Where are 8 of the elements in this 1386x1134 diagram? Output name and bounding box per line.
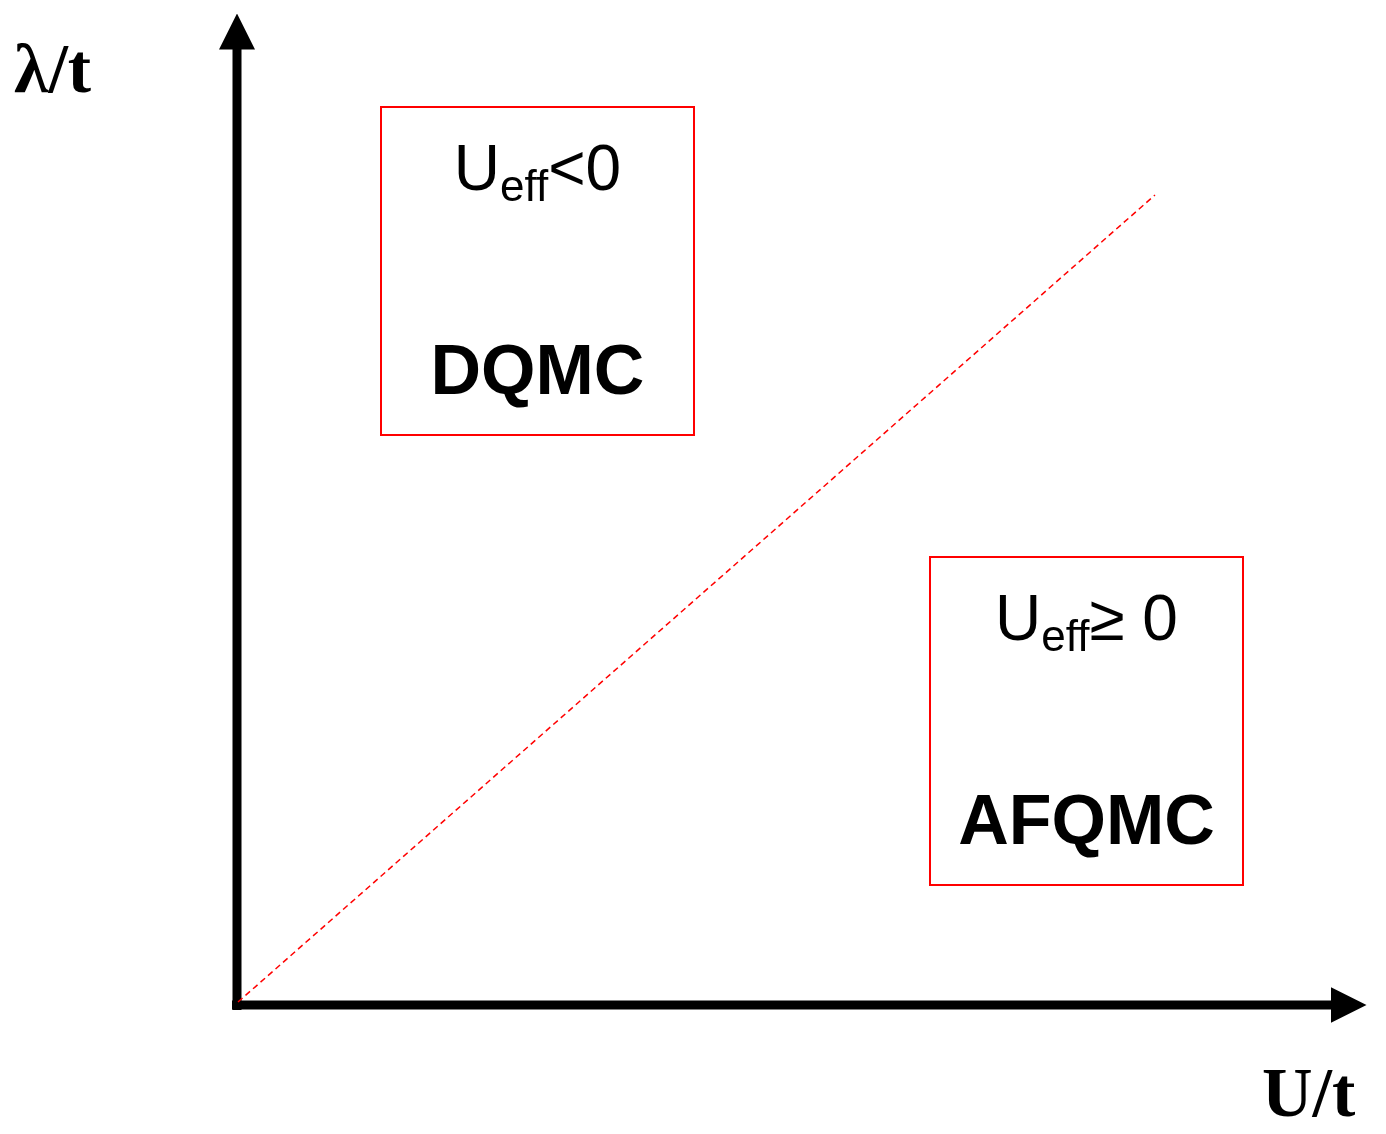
method-name: AFQMC [958, 780, 1215, 861]
axis-label: U/t [1262, 1058, 1356, 1128]
axis-label: λ/t [14, 34, 92, 104]
method-name: DQMC [430, 330, 645, 411]
condition-text: U$_{eff}$<0 [453, 131, 622, 207]
condition-text: U$_{eff}$≥ 0 [995, 581, 1178, 657]
region-box [929, 556, 1244, 886]
region-box [380, 106, 695, 436]
